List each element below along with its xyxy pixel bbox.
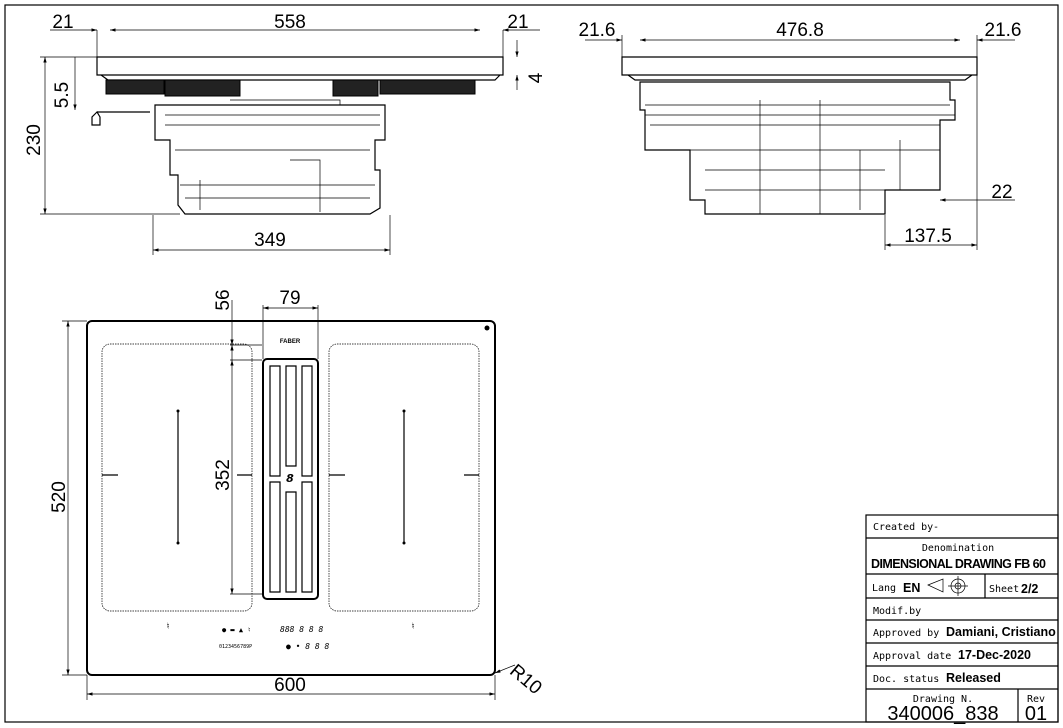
approved-by-value: Damiani, Cristiano (946, 625, 1056, 639)
plan-view: FABER 8 ♮ ♮ ● ▬ ▲ ♮ 888 8 8 8 0123456789… (49, 288, 546, 700)
dim-left-overhang: 21 (52, 12, 73, 33)
svg-text:888 8 8 8: 888 8 8 8 (280, 625, 324, 634)
dim-glass-height: 5.5 (52, 82, 73, 108)
coil-left (105, 79, 165, 95)
front-elevation-view: 21 558 21 5.5 230 4 349 (24, 12, 547, 255)
approved-by-label: Approved by (873, 628, 939, 639)
sheet-border (4, 4, 1059, 723)
drawing-number-label: Drawing N. (913, 694, 973, 705)
dim-right-overhang: 21 (507, 12, 528, 33)
sheet-value: 2/2 (1021, 582, 1038, 596)
dim-side-right-overhang: 21.6 (985, 20, 1022, 41)
dim-body-width: 349 (254, 230, 286, 251)
dim-total-height: 230 (24, 124, 45, 156)
dim-vent-width: 79 (279, 288, 300, 309)
dim-width: 600 (274, 675, 306, 696)
drawing-number-value: 340006_838 (887, 703, 998, 725)
glass-top (96, 56, 504, 81)
brand-logo: FABER (280, 339, 301, 345)
projection-symbol-icon (927, 576, 968, 596)
svg-text:● • 8 8 8: ● • 8 8 8 (286, 642, 330, 651)
approval-date-value: 17-Dec-2020 (958, 648, 1031, 662)
svg-text:♮: ♮ (411, 622, 414, 632)
lang-label: Lang (872, 583, 896, 594)
side-elevation-view: 21.6 476.8 21.6 22 137.5 (579, 20, 1022, 250)
created-by-value: - (933, 522, 939, 533)
dim-depth: 520 (49, 481, 70, 513)
sheet-label: Sheet (989, 584, 1019, 595)
dim-side-offset: 22 (991, 182, 1012, 203)
lang-value: EN (903, 581, 920, 595)
coil-left-2 (164, 79, 241, 97)
downdraft-vent (262, 358, 319, 600)
doc-status-value: Released (946, 671, 1001, 685)
vent-symbol: 8 (286, 472, 294, 485)
hob-outline (86, 320, 496, 676)
power-scale: 0123456789P (219, 644, 252, 650)
created-by-label: Created by (873, 522, 933, 533)
title-block: Created by - Denomination DIMENSIONAL DR… (865, 514, 1059, 725)
coil-right-2 (379, 79, 476, 95)
coil-right (332, 79, 379, 97)
svg-text:♮: ♮ (166, 622, 169, 632)
dim-vent-length: 352 (213, 459, 234, 491)
dim-side-left-overhang: 21.6 (579, 20, 616, 41)
rev-label: Rev (1027, 694, 1045, 705)
dim-edge: 4 (526, 72, 547, 83)
doc-status-label: Doc. status (873, 674, 939, 685)
denomination-label: Denomination (922, 543, 994, 554)
dim-side-top-width: 476.8 (776, 20, 824, 41)
dim-top-width: 558 (274, 12, 306, 33)
dim-body-depth: 137.5 (904, 226, 952, 247)
denomination-value: DIMENSIONAL DRAWING FB 60 (871, 557, 1046, 571)
svg-text:● ▬ ▲ ♮: ● ▬ ▲ ♮ (222, 626, 252, 634)
approval-date-label: Approval date (873, 651, 951, 662)
control-panel: ♮ ♮ ● ▬ ▲ ♮ 888 8 8 8 0123456789P ● • 8 … (166, 622, 414, 651)
dim-vent-offset: 56 (213, 289, 234, 310)
rev-value: 01 (1025, 703, 1047, 725)
modif-by-label: Modif.by (873, 606, 921, 617)
